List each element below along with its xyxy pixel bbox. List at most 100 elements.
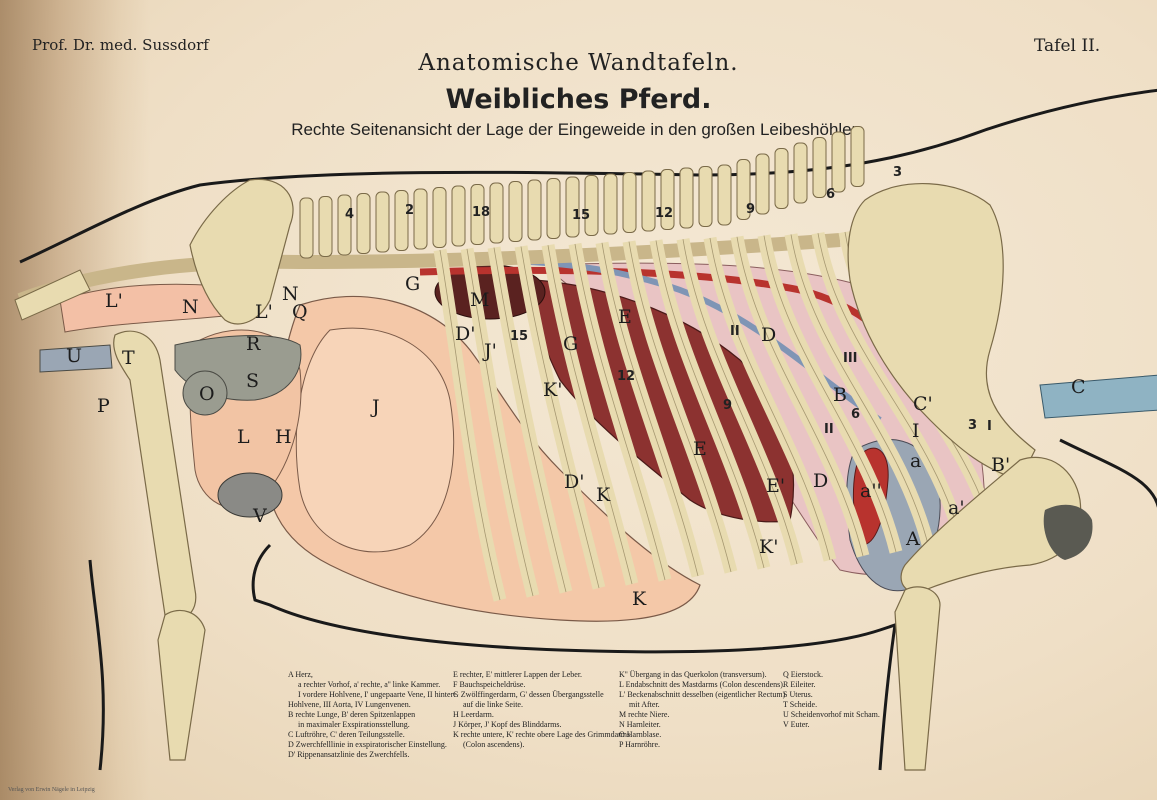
legend-entry: J Körper, J' Kopf des Blinddarms. [453, 720, 562, 729]
vertebra-spine [508, 181, 523, 242]
vertebra-number: 15 [572, 208, 590, 223]
vertebra-spine [622, 172, 637, 233]
label-D-prime-2: D' [564, 471, 584, 493]
label-D: D [761, 324, 776, 346]
rib-outline [466, 248, 534, 597]
tibia [157, 609, 206, 761]
chart-subtitle: Weibliches Pferd. [445, 84, 712, 115]
vertebra-spine [698, 166, 713, 227]
label-15: 15 [510, 329, 528, 344]
label-I-right: I [987, 419, 992, 434]
publisher-imprint: Verlag von Erwin Nägele in Leipzig [8, 787, 95, 793]
vertebra-spine [831, 131, 846, 193]
legend-column-2: E rechter, E' mittlerer Lappen der Leber… [453, 670, 630, 750]
tail-vertebrae [14, 269, 91, 321]
legend-entry: R Eileiter. [783, 680, 816, 689]
legend-entry: D' Rippenansatzlinie des Zwerchfells. [288, 750, 410, 759]
vertebra-spine [812, 137, 827, 198]
legend-entry: G Zwölffingerdarm, G' dessen Übergangsst… [453, 690, 604, 699]
legend-entry: a rechter Vorhof, a' rechte, a'' linke K… [298, 680, 441, 689]
rib-outline [493, 247, 567, 593]
plate-number: Tafel II. [1034, 36, 1101, 56]
label-E-prime: E' [766, 475, 785, 497]
vestibule [39, 344, 113, 373]
vertebra-spine [470, 184, 485, 245]
label-C-prime: C' [913, 393, 933, 415]
scapula [847, 183, 1036, 481]
vertebra-spine [299, 197, 314, 259]
label-M: M [470, 289, 489, 311]
label-E-2: E [693, 438, 707, 460]
humerus [900, 456, 1082, 593]
radius [894, 586, 941, 771]
label-II: II [730, 324, 740, 339]
vertebra-spine [413, 188, 428, 250]
rib-outline [790, 234, 930, 549]
legend-entry: D Zwerchfelllinie in exspiratorischer Ei… [288, 740, 447, 749]
label-N-2: N [282, 283, 299, 305]
vertebra-spine [432, 187, 447, 248]
label-II-b: II [824, 422, 834, 437]
legend-entry: V Euter. [783, 720, 810, 729]
vertebra-spine [318, 196, 333, 257]
label-O: O [199, 383, 215, 405]
label-N: N [182, 296, 199, 318]
label-D-2: D [813, 470, 828, 492]
vertebra-spine [356, 193, 371, 254]
vertebra-spine [793, 142, 808, 204]
label-L-prime: L' [105, 290, 123, 312]
vertebra-number: 18 [472, 205, 490, 220]
vertebra-spine [394, 190, 409, 251]
legend-entry: auf die linke Seite. [463, 700, 523, 709]
rib-outline [439, 249, 501, 601]
legend-entry: B rechte Lunge, B' deren Spitzenlappen [288, 710, 416, 719]
hindleg-outline [88, 559, 105, 771]
legend-entry: Hohlvene, III Aorta, IV Lungenvenen. [288, 700, 411, 709]
label-3: 3 [968, 418, 977, 433]
chart-description: Rechte Seitenansicht der Lage der Eingew… [291, 120, 866, 139]
rib-outline [520, 246, 600, 589]
bladder [182, 370, 228, 416]
legend-entry: S Uterus. [783, 690, 813, 699]
label-K-prime: K' [543, 379, 562, 401]
vertebra-spine [641, 170, 656, 232]
label-R: R [246, 333, 261, 355]
author-credit: Prof. Dr. med. Sussdorf [32, 36, 209, 54]
vertebra-number: 6 [826, 187, 835, 202]
label-6: 6 [851, 407, 860, 422]
vertebrae-group [299, 126, 865, 259]
legend-entry: O Harnblase. [619, 730, 662, 739]
vertebra-number: 4 [345, 207, 354, 222]
legend-entry: H Leerdarm. [453, 710, 494, 719]
legend-entry: Q Eierstock. [783, 670, 823, 679]
label-9: 9 [723, 398, 732, 413]
vertebra-spine [660, 169, 675, 230]
vertebra-spine [717, 164, 732, 226]
vertebra-spine [451, 185, 466, 247]
vertebra-spine [546, 178, 561, 239]
vertebra-spine [736, 159, 751, 220]
rib-outline [736, 236, 864, 557]
legend-column-4: Q Eierstock.R Eileiter.S Uterus.T Scheid… [783, 670, 880, 730]
belly-outline [251, 543, 897, 771]
label-G-2: G [563, 333, 578, 355]
label-B: B [833, 384, 847, 406]
rib-outline [682, 239, 798, 565]
legend-entry: L' Beckenabschnitt desselben (eigentlich… [619, 690, 786, 699]
tail-outline [1059, 438, 1157, 509]
vertebra-spine [337, 194, 352, 256]
vertebra-spine [603, 173, 618, 235]
vertebra-spine [527, 179, 542, 241]
label-H: H [275, 426, 292, 448]
legend-entry: N Harnleiter. [619, 720, 661, 729]
label-E: E [618, 306, 632, 328]
legend-entry: K'' Übergang in das Querkolon (transvers… [619, 670, 767, 679]
label-K-prime-2: K' [759, 536, 778, 558]
label-III: III [843, 351, 858, 366]
label-C: C [1071, 376, 1086, 398]
legend-column-1: A Herz,a rechter Vorhof, a' rechte, a'' … [288, 670, 457, 760]
legend-entry: T Scheide. [783, 700, 818, 709]
vertebra-spine [679, 167, 694, 229]
